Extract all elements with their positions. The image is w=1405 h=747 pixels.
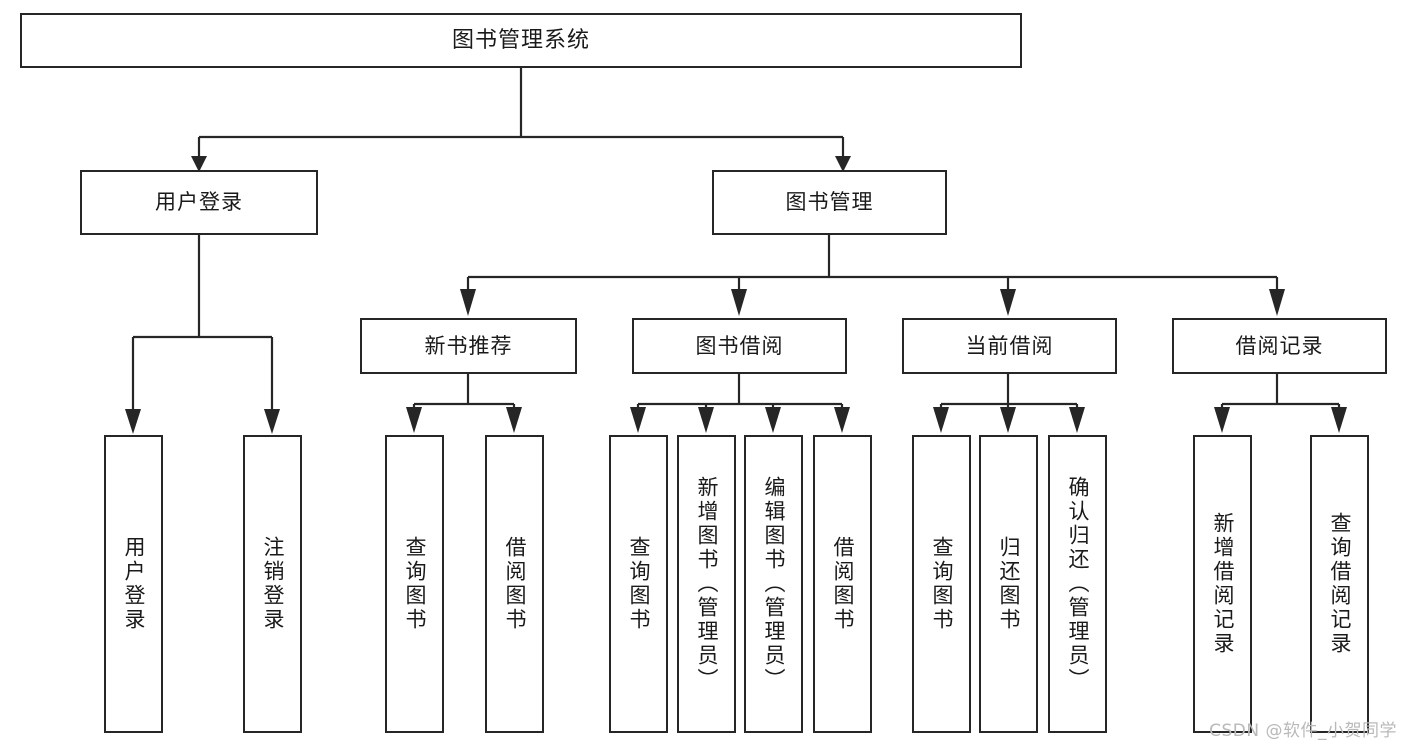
node-label: 查询图书	[403, 536, 427, 632]
leaf-borrow-query-book[interactable]: 查询图书	[609, 435, 668, 733]
node-label: 用户登录	[155, 190, 243, 215]
node-user-login[interactable]: 用户登录	[80, 170, 318, 235]
leaf-current-query-book[interactable]: 查询图书	[912, 435, 971, 733]
leaf-borrow-borrow-book[interactable]: 借阅图书	[813, 435, 872, 733]
node-borrow-record[interactable]: 借阅记录	[1172, 318, 1387, 374]
leaf-record-query-record[interactable]: 查询借阅记录	[1310, 435, 1369, 733]
node-label: 新增图书（管理员）	[695, 476, 719, 692]
leaf-current-return-book[interactable]: 归还图书	[979, 435, 1038, 733]
node-label: 用户登录	[122, 536, 146, 632]
node-label: 图书管理系统	[451, 27, 590, 53]
node-new-book-recommend[interactable]: 新书推荐	[360, 318, 577, 374]
node-label: 当前借阅	[965, 333, 1054, 358]
node-book-borrow[interactable]: 图书借阅	[632, 318, 847, 374]
leaf-recommend-query-book[interactable]: 查询图书	[385, 435, 444, 733]
node-label: 确认归还（管理员）	[1066, 476, 1090, 692]
node-label: 图书管理	[785, 190, 874, 215]
leaf-record-add-record[interactable]: 新增借阅记录	[1193, 435, 1252, 733]
leaf-current-confirm-return[interactable]: 确认归还（管理员）	[1048, 435, 1107, 733]
node-label: 编辑图书（管理员）	[762, 476, 786, 692]
node-label: 注销登录	[261, 536, 285, 632]
node-label: 归还图书	[997, 536, 1021, 632]
node-label: 查询图书	[930, 536, 954, 632]
node-label: 查询借阅记录	[1328, 512, 1352, 656]
leaf-borrow-edit-book[interactable]: 编辑图书（管理员）	[744, 435, 803, 733]
node-label: 图书借阅	[695, 333, 784, 358]
node-label: 新增借阅记录	[1211, 512, 1235, 656]
leaf-recommend-borrow-book[interactable]: 借阅图书	[485, 435, 544, 733]
leaf-user-login-login[interactable]: 用户登录	[104, 435, 163, 733]
node-label: 借阅图书	[831, 536, 855, 632]
node-label: 查询图书	[627, 536, 651, 632]
node-current-borrow[interactable]: 当前借阅	[902, 318, 1117, 374]
leaf-user-login-logout[interactable]: 注销登录	[243, 435, 302, 733]
csdn-watermark: CSDN @软件_小贺同学	[1209, 721, 1397, 741]
node-label: 借阅记录	[1235, 333, 1324, 358]
node-label: 新书推荐	[424, 333, 513, 358]
node-book-management[interactable]: 图书管理	[712, 170, 947, 235]
node-root-system[interactable]: 图书管理系统	[20, 13, 1022, 68]
node-label: 借阅图书	[503, 536, 527, 632]
leaf-borrow-add-book[interactable]: 新增图书（管理员）	[677, 435, 736, 733]
